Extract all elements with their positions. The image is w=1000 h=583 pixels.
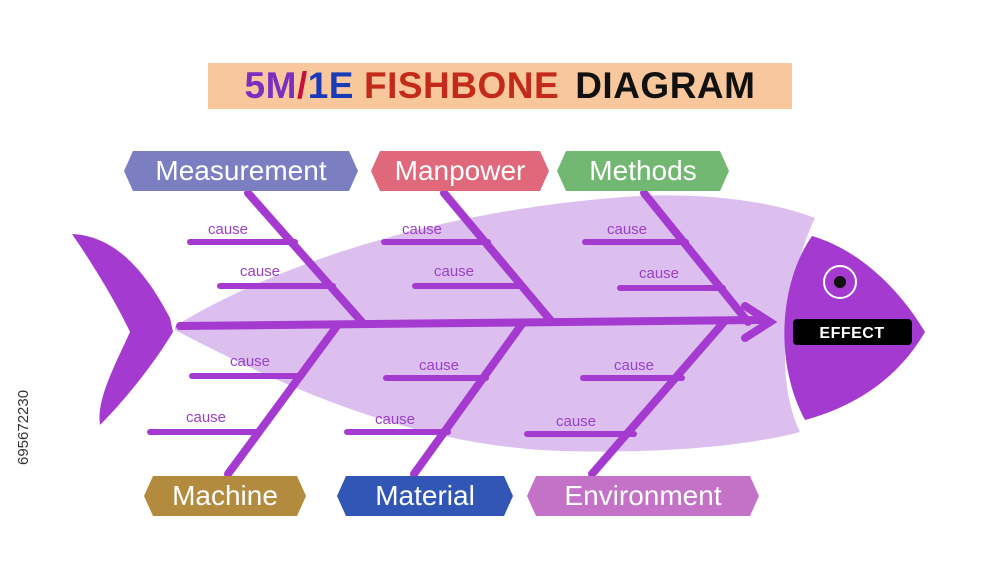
cause-label: cause	[230, 353, 270, 370]
title-fishbone: FISHBONE	[364, 65, 560, 106]
bone-material	[344, 320, 526, 478]
cause-label: cause	[556, 413, 596, 430]
title-slash: /	[296, 65, 308, 106]
effect-box	[793, 319, 912, 345]
spine	[176, 302, 778, 342]
stock-id-text: 695672230	[15, 390, 32, 465]
bone-environment	[524, 318, 728, 478]
cause-label: cause	[402, 221, 442, 238]
category-manpower: Manpower	[371, 151, 549, 191]
bone-methods	[582, 189, 752, 326]
fish-tail	[72, 234, 173, 425]
category-environment: Environment	[527, 476, 759, 516]
cause-label: cause	[240, 263, 280, 280]
title-1e: 1E	[307, 65, 354, 106]
bone-measurement	[187, 189, 366, 326]
cause-label: cause	[419, 357, 459, 374]
cause-label: cause	[614, 357, 654, 374]
category-measurement: Measurement	[124, 151, 358, 191]
fish-eye	[823, 265, 857, 299]
category-machine: Machine	[144, 476, 306, 516]
bone-manpower	[381, 189, 556, 326]
cause-label: cause	[639, 265, 679, 282]
cause-label: cause	[607, 221, 647, 238]
title-5m: 5M	[244, 65, 297, 106]
cause-label: cause	[434, 263, 474, 280]
cause-label: cause	[186, 409, 226, 426]
category-methods: Methods	[557, 151, 729, 191]
cause-label: cause	[375, 411, 415, 428]
effect-label: EFFECT	[819, 325, 884, 342]
bone-machine	[147, 322, 341, 478]
category-material: Material	[337, 476, 513, 516]
title-diagram: DIAGRAM	[575, 65, 756, 106]
cause-label: cause	[208, 221, 248, 238]
